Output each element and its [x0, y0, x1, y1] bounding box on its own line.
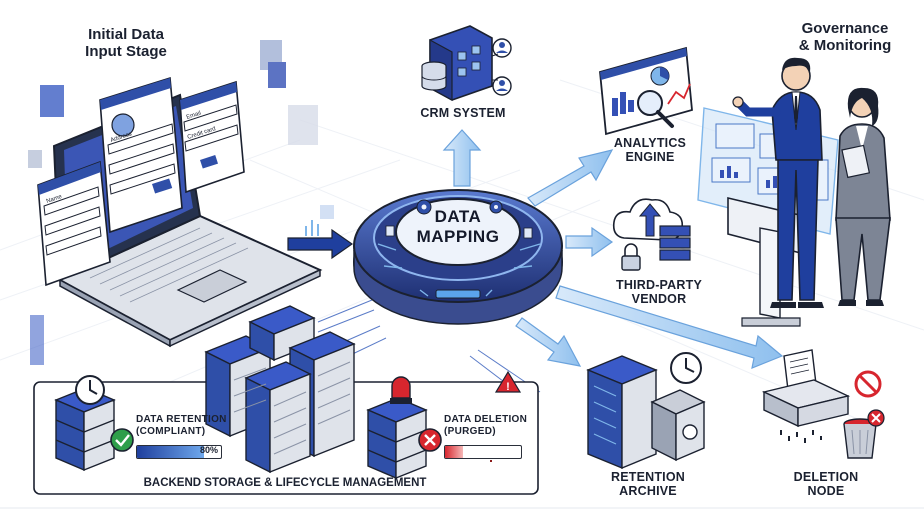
governance-title: Governance & Monitoring [798, 20, 892, 55]
deletion-server-stack [366, 397, 428, 480]
error-icon [418, 428, 442, 452]
retention-progress-bar: 80% [136, 445, 222, 459]
form-window-1 [37, 160, 111, 287]
backend-storage-title: BACKEND STORAGE & LIFECYCLE MANAGEMENT [143, 477, 427, 489]
retention-archive-icon [586, 355, 706, 470]
prohibited-icon [854, 370, 882, 398]
warning-icon: ! [494, 370, 522, 393]
deletion-progress-bar [444, 445, 522, 459]
third-party-vendor-icon [612, 198, 691, 271]
input-flow-arrow [287, 220, 354, 260]
analytics-engine-icon [599, 46, 693, 136]
form-field-name: Name [46, 194, 64, 205]
data-mapping-label: DATA MAPPING [416, 207, 500, 246]
retention-progress-text: 80% [199, 445, 218, 455]
retention-progress-fill [137, 446, 205, 458]
crm-system-label: CRM SYSTEM [420, 106, 506, 120]
form-window-2 [99, 76, 183, 234]
archive-clock-icon [670, 352, 702, 384]
input-stage-title: Initial Data Input Stage [85, 26, 167, 61]
central-server-cluster [204, 305, 356, 474]
clock-icon [75, 375, 105, 405]
person-man [732, 57, 824, 308]
analytics-engine-label: ANALYTICS ENGINE [613, 136, 687, 165]
trash-bin-icon [843, 409, 885, 459]
crm-system-icon [421, 25, 512, 102]
deletion-progress-fill [445, 446, 464, 458]
flow-arrows [442, 129, 784, 369]
gear-icon [416, 199, 503, 215]
decorative-squares [28, 40, 334, 365]
alarm-light-icon [390, 376, 412, 404]
data-retention-label: DATA RETENTION (COMPLIANT) [136, 414, 227, 437]
retention-archive-label: RETENTION ARCHIVE [610, 470, 686, 499]
deletion-node-label: DELETION NODE [793, 470, 859, 499]
form-field-email: Email [186, 111, 202, 121]
form-window-3 [179, 80, 245, 194]
shredder-icon [761, 349, 851, 443]
data-mapping-hub [353, 189, 563, 325]
svg-text:!: ! [506, 381, 510, 393]
data-deletion-label: DATA DELETION (PURGED) [444, 414, 528, 437]
third-party-vendor-label: THIRD-PARTY VENDOR [616, 278, 702, 307]
person-woman [835, 87, 891, 306]
check-icon [110, 428, 134, 452]
